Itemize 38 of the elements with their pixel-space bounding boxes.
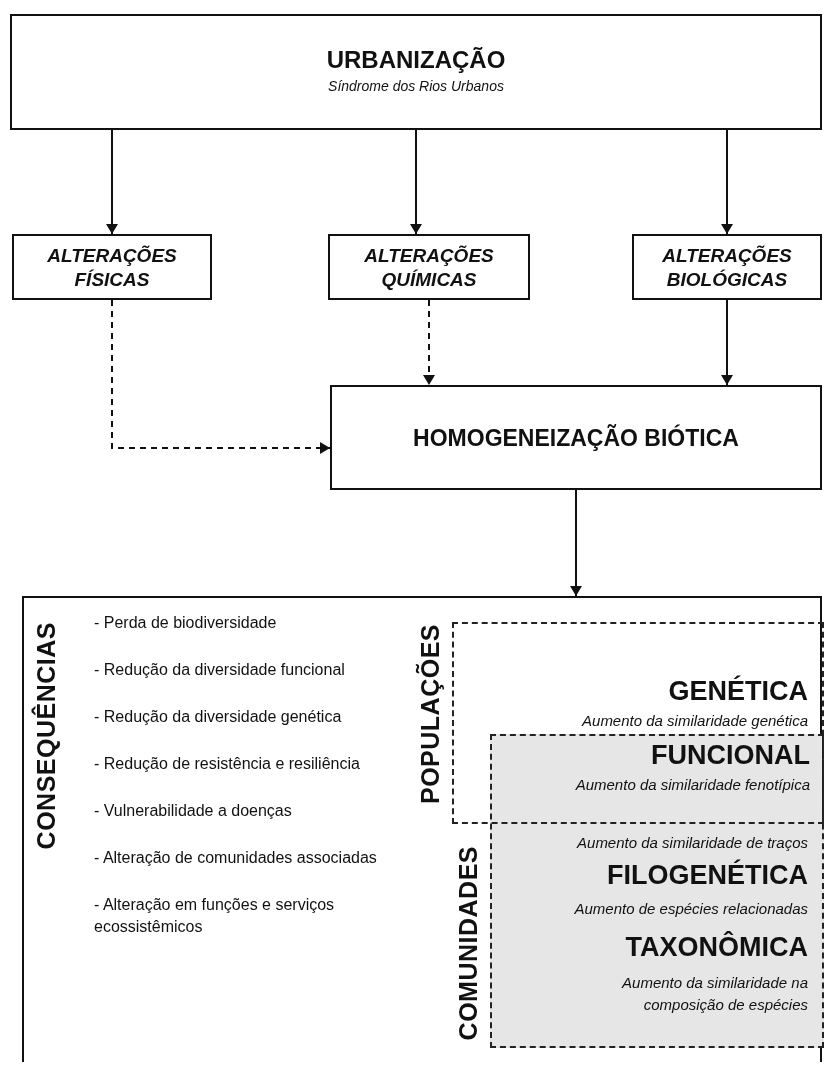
process-box: [330, 385, 822, 490]
box-title: ALTERAÇÕES QUÍMICAS: [363, 244, 495, 292]
rotated-heading: POPULAÇÕES: [416, 624, 445, 805]
rotated-heading: COMUNIDADES: [454, 845, 483, 1040]
arrow: [423, 299, 435, 386]
list-item: - Vulnerabilidade a doenças: [94, 801, 293, 821]
category-description: Aumento de espécies relacionadas: [574, 900, 808, 917]
arrow: [570, 489, 582, 597]
list-item: - Redução da diversidade funcional: [94, 660, 346, 680]
category-heading: TAXONÔMICA: [625, 932, 808, 963]
rotated-heading: CONSEQUÊNCIAS: [32, 622, 61, 850]
box-subtitle: Síndrome dos Rios Urbanos: [327, 78, 505, 94]
arrow: [721, 299, 733, 386]
arrow: [721, 129, 733, 235]
category-description: Aumento da similaridade na composição de espécies: [620, 973, 808, 1015]
category-description: Aumento da similaridade genética: [582, 712, 808, 729]
process-box: [328, 234, 530, 300]
list-item: - Alteração de comunidades associadas: [94, 848, 378, 868]
list-item: - Alteração em funções e serviços ecossistêmicos: [94, 895, 336, 937]
box-title: HOMOGENEIZAÇÃO BIÓTICA: [412, 425, 740, 452]
category-heading: FUNCIONAL: [651, 740, 810, 771]
category-heading: GENÉTICA: [668, 676, 808, 707]
box-title: ALTERAÇÕES BIOLÓGICAS: [661, 244, 793, 292]
box-title: ALTERAÇÕES FÍSICAS: [46, 244, 178, 292]
list-item: - Perda de biodiversidade: [94, 613, 278, 633]
category-heading: FILOGENÉTICA: [607, 860, 808, 891]
arrow: [106, 129, 118, 235]
process-box: [632, 234, 822, 300]
list-item: - Redução de resistência e resiliência: [94, 754, 361, 774]
category-description: Aumento da similaridade fenotípica: [575, 776, 810, 793]
box-title: URBANIZAÇÃO: [325, 46, 507, 74]
process-box: [10, 14, 822, 130]
arrow: [111, 299, 331, 454]
process-box: [12, 234, 212, 300]
list-item: - Redução da diversidade genética: [94, 707, 343, 727]
consequences-panel: [22, 596, 822, 1062]
category-description: Aumento da similaridade de traços: [577, 834, 808, 851]
arrow: [410, 129, 422, 235]
